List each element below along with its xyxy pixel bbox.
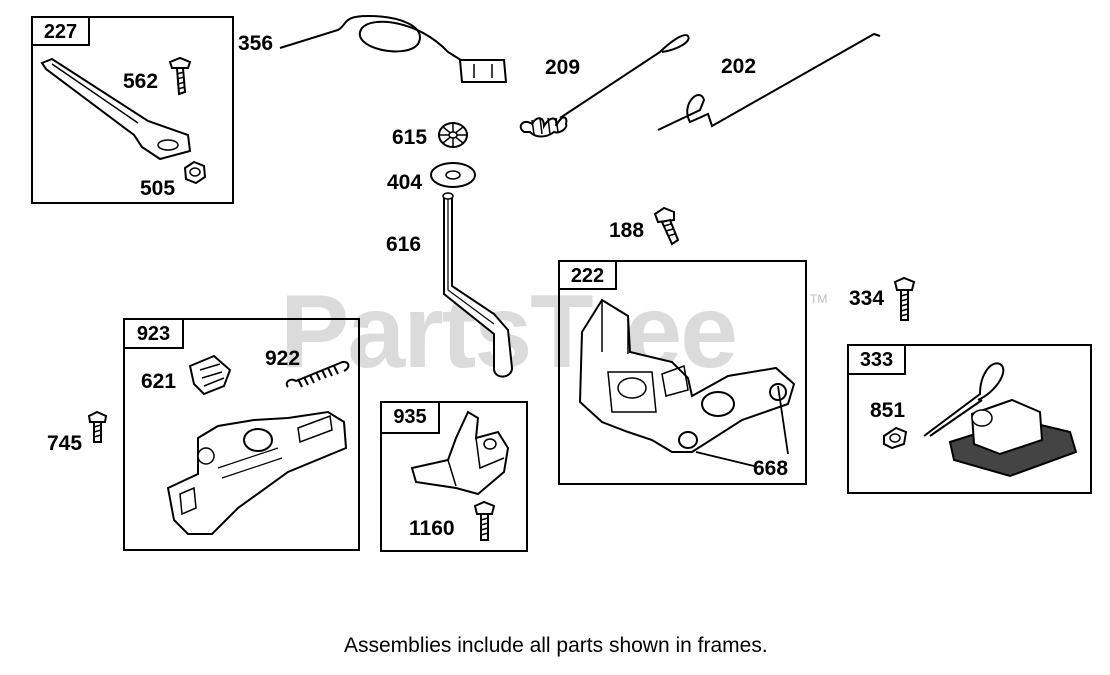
throttle-lever-227 (40, 57, 192, 161)
washer-404-icon (430, 162, 476, 188)
part-label-851: 851 (870, 399, 906, 422)
part-label-188: 188 (609, 219, 645, 242)
part-label-1160: 1160 (409, 517, 455, 540)
part-label-356: 356 (238, 32, 274, 55)
bracket-621-icon (188, 354, 232, 396)
retainer-615-icon (438, 122, 468, 148)
ignition-armature-333 (923, 362, 1078, 478)
control-bracket-222 (578, 298, 796, 453)
part-label-615: 615 (392, 126, 428, 149)
part-label-209: 209 (545, 56, 581, 79)
bolt-334-icon (893, 276, 916, 321)
part-label-505: 505 (140, 177, 176, 200)
control-plate-923 (166, 410, 348, 535)
frame-tag-923: 923 (123, 318, 184, 349)
part-label-621: 621 (141, 370, 177, 393)
nut-505-icon (183, 160, 207, 185)
diagram-caption: Assemblies include all parts shown in fr… (344, 634, 768, 657)
screw-562-icon (168, 56, 192, 96)
screw-745-icon (87, 410, 108, 443)
assembly-frame-923 (123, 318, 360, 551)
frame-tag-333: 333 (847, 344, 906, 375)
part-label-202: 202 (721, 55, 757, 78)
frame-tag-222: 222 (558, 260, 617, 290)
frame-tag-227: 227 (31, 16, 90, 46)
part-label-404: 404 (387, 171, 423, 194)
assembly-frame-333 (847, 344, 1092, 494)
part-label-616: 616 (386, 233, 422, 256)
spring-922-icon (285, 361, 350, 388)
assembly-frame-222 (558, 260, 807, 485)
governor-spring-209 (519, 34, 690, 138)
bolt-188-icon (653, 206, 680, 246)
part-label-922: 922 (265, 347, 301, 370)
part-label-745: 745 (47, 432, 83, 455)
bolt-1160-icon (473, 500, 496, 541)
watermark-trademark: TM (810, 292, 828, 306)
clip-851-icon (883, 426, 908, 450)
frame-tag-935: 935 (380, 401, 440, 434)
governor-shaft-616 (442, 192, 514, 378)
part-label-562: 562 (123, 70, 159, 93)
leader-line-668 (695, 385, 789, 467)
throttle-link-202 (657, 32, 881, 131)
part-label-334: 334 (849, 287, 885, 310)
assembly-frame-935 (380, 401, 528, 552)
assembly-frame-227 (31, 16, 234, 204)
part-label-668: 668 (753, 457, 789, 480)
ground-wire-356 (279, 14, 508, 83)
bracket-935 (410, 410, 510, 496)
